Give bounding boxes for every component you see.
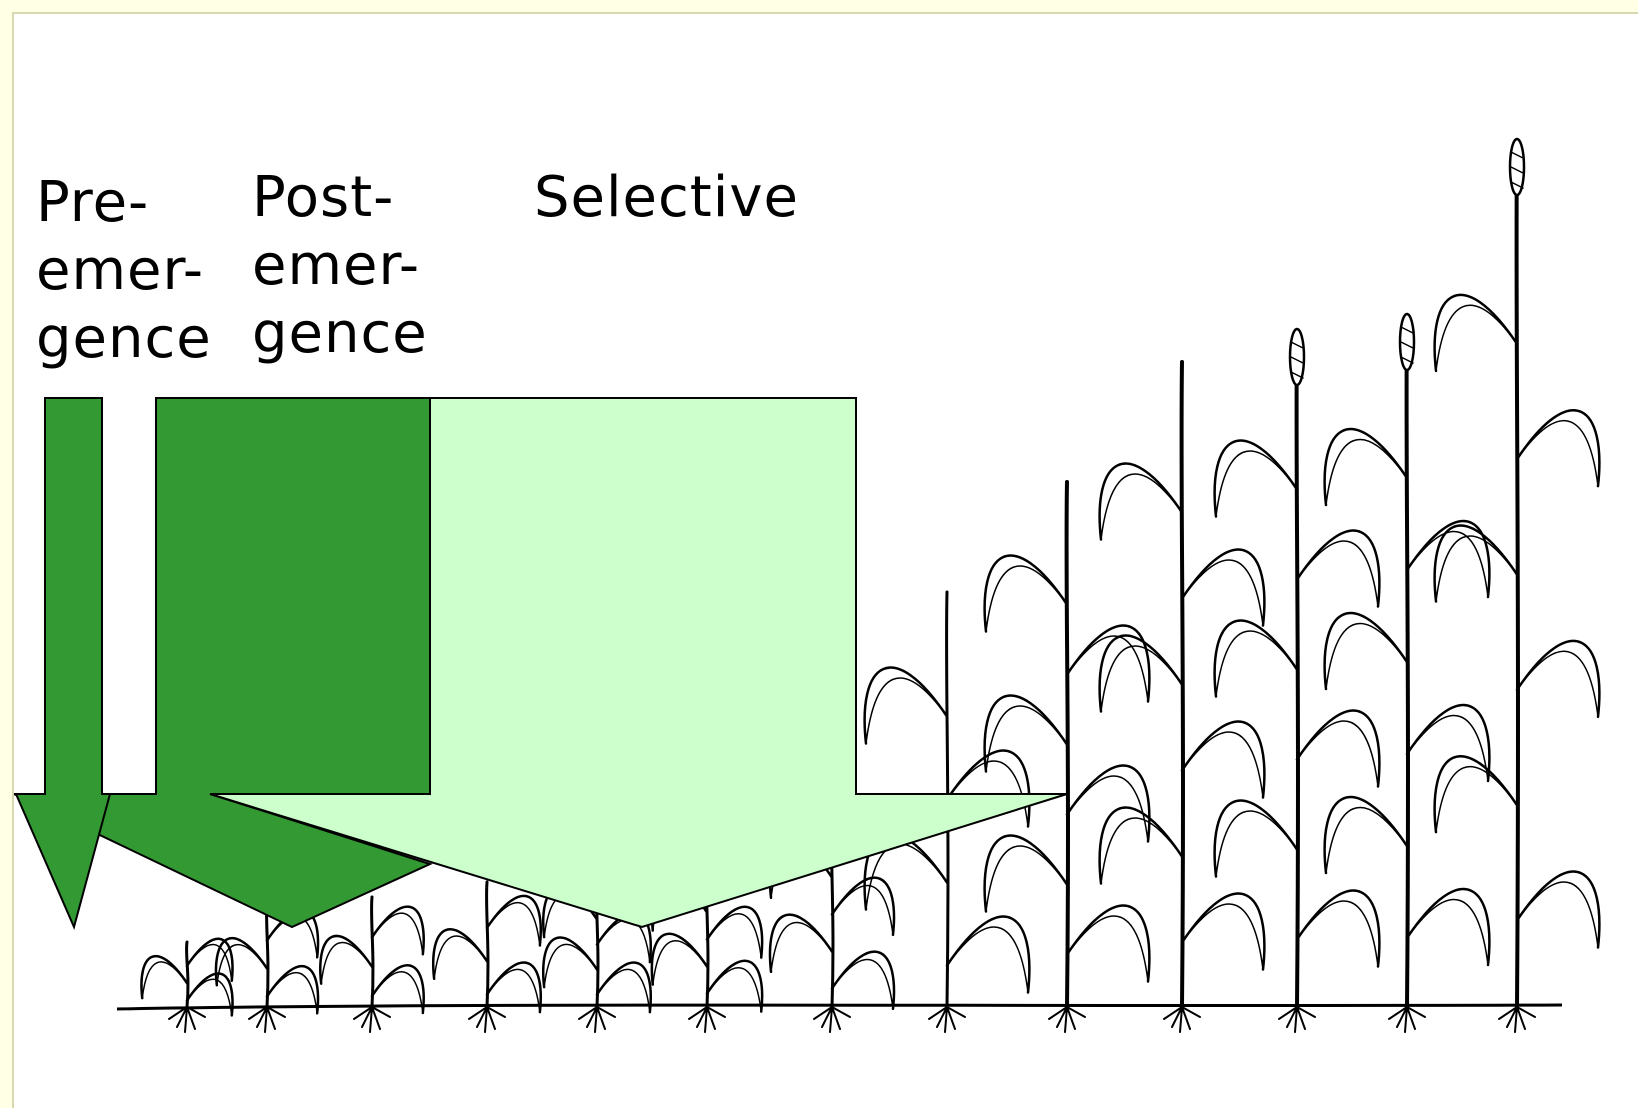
wheat-plant <box>1433 137 1601 1033</box>
wheat-plant <box>1323 312 1491 1033</box>
ground-line <box>116 1003 1563 1011</box>
wheat-plant <box>432 880 542 1033</box>
wheat-plant <box>1213 327 1381 1033</box>
wheat-plant <box>1098 360 1266 1033</box>
post-emergence-label-line-2: emer- <box>252 233 421 298</box>
pre-emergence-arrow <box>14 397 112 931</box>
pre-emergence-label: Pre- emer- gence <box>36 169 212 373</box>
post-emergence-label-line-3: gence <box>252 301 428 366</box>
pre-emergence-label-line-3: gence <box>36 306 212 371</box>
pre-emergence-label-line-1: Pre- <box>36 170 150 235</box>
selective-label-text: Selective <box>534 165 799 230</box>
wheat-growth-stages <box>140 137 1601 1033</box>
wheat-plant <box>983 480 1151 1033</box>
post-emergence-label: Post- emer- gence <box>252 164 428 368</box>
wheat-plant <box>863 590 1031 1033</box>
diagram-svg <box>14 137 1601 1033</box>
wheat-plant <box>214 900 320 1033</box>
wheat-plant <box>319 895 425 1033</box>
diagram-canvas: Pre- emer- gence Post- emer- gence Selec… <box>12 12 1638 1108</box>
selective-label: Selective <box>534 164 799 232</box>
post-emergence-label-line-1: Post- <box>252 165 395 230</box>
pre-emergence-label-line-2: emer- <box>36 238 205 303</box>
